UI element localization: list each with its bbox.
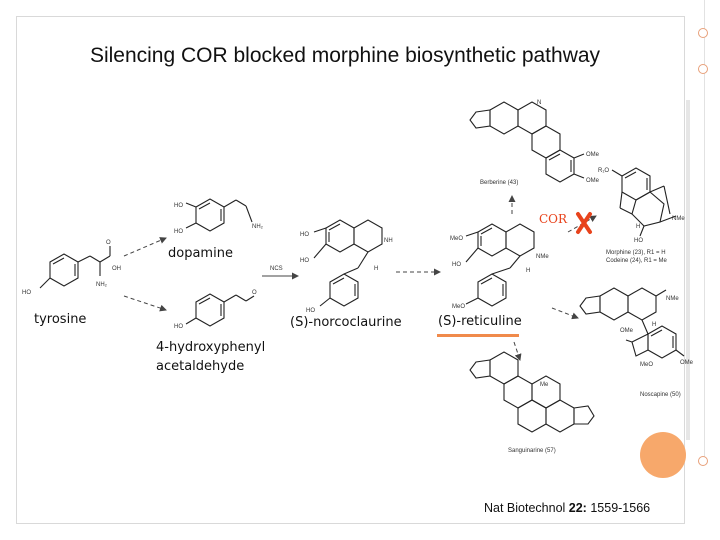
svg-text:MeO: MeO bbox=[640, 362, 653, 368]
svg-text:Me: Me bbox=[540, 382, 549, 388]
reticuline-label: (S)-reticuline bbox=[438, 314, 522, 329]
morphine-structure bbox=[611, 167, 677, 237]
hpaa-label: 4-hydroxyphenyl acetaldehyde bbox=[156, 340, 266, 374]
decorative-circle bbox=[640, 432, 686, 478]
svg-text:H: H bbox=[526, 268, 530, 274]
svg-text:OMe: OMe bbox=[586, 152, 600, 158]
svg-text:MeO: MeO bbox=[452, 304, 465, 310]
svg-text:NH₂: NH₂ bbox=[252, 224, 264, 230]
atom-labels: HO OH O NH₂ HO HO NH₂ HO O HO HO HO NH H… bbox=[22, 100, 694, 388]
noscapine-caption: Noscapine (50) bbox=[640, 392, 681, 398]
decorative-dot bbox=[698, 28, 708, 38]
svg-text:HO: HO bbox=[452, 262, 461, 268]
arrow-to-dopamine bbox=[123, 237, 167, 257]
svg-text:OMe: OMe bbox=[620, 328, 634, 334]
dopamine-structure bbox=[185, 198, 253, 232]
reticuline-structure bbox=[465, 223, 535, 307]
svg-text:NH: NH bbox=[384, 238, 393, 244]
svg-text:HO: HO bbox=[300, 258, 309, 264]
slide-title: Silencing COR blocked morphine biosynthe… bbox=[89, 44, 601, 67]
arrow-to-sanguinarine bbox=[513, 341, 522, 361]
sanguinarine-structure bbox=[469, 351, 595, 433]
reticuline-underline bbox=[437, 334, 519, 337]
svg-text:NMe: NMe bbox=[536, 254, 549, 260]
svg-text:NMe: NMe bbox=[666, 296, 679, 302]
slide-border bbox=[16, 16, 685, 524]
berberine-structure bbox=[469, 101, 585, 183]
tyrosine-structure bbox=[39, 246, 111, 289]
ncs-label: NCS bbox=[270, 266, 283, 272]
svg-text:N: N bbox=[537, 100, 541, 106]
svg-text:HO: HO bbox=[306, 308, 315, 314]
citation-journal: Nat Biotechnol bbox=[484, 501, 569, 515]
norcoclaurine-structure bbox=[313, 219, 383, 307]
tyrosine-label: tyrosine bbox=[34, 312, 87, 327]
svg-text:OMe: OMe bbox=[586, 178, 600, 184]
svg-text:O: O bbox=[106, 240, 111, 246]
svg-text:OH: OH bbox=[112, 266, 121, 272]
codeine-caption: Codeine (24), R1 = Me bbox=[606, 258, 668, 264]
morphine-caption: Morphine (23), R1 = H bbox=[606, 250, 666, 256]
noscapine-structure bbox=[579, 287, 685, 359]
svg-text:MeO: MeO bbox=[450, 236, 463, 242]
svg-text:HO: HO bbox=[22, 290, 31, 296]
arrow-to-noscapine bbox=[551, 307, 579, 320]
hpaa-structure bbox=[185, 293, 255, 327]
cor-label: COR bbox=[539, 212, 568, 226]
decorative-timeline bbox=[704, 0, 705, 460]
svg-text:HO: HO bbox=[634, 238, 643, 244]
svg-text:HO: HO bbox=[300, 232, 309, 238]
sanguinarine-caption: Sanguinarine (57) bbox=[508, 448, 556, 454]
svg-text:HO: HO bbox=[174, 229, 183, 235]
citation: Nat Biotechnol 22: 1559-1566 bbox=[484, 501, 650, 515]
svg-text:H: H bbox=[636, 224, 640, 230]
decorative-dot bbox=[698, 64, 708, 74]
svg-text:O: O bbox=[252, 290, 257, 296]
svg-text:NMe: NMe bbox=[672, 216, 685, 222]
citation-volume: 22: bbox=[568, 501, 587, 515]
svg-text:H: H bbox=[374, 266, 378, 272]
dopamine-label: dopamine bbox=[168, 246, 233, 261]
decorative-bar bbox=[686, 100, 690, 440]
svg-text:OMe: OMe bbox=[680, 360, 694, 366]
svg-text:HO: HO bbox=[174, 324, 183, 330]
arrow-to-hpaa bbox=[123, 295, 167, 312]
citation-pages: 1559-1566 bbox=[586, 501, 651, 515]
norcoclaurine-label: (S)-norcoclaurine bbox=[290, 315, 402, 330]
decorative-dot bbox=[698, 456, 708, 466]
svg-text:NH₂: NH₂ bbox=[96, 282, 108, 288]
svg-text:HO: HO bbox=[174, 203, 183, 209]
block-cross-icon bbox=[576, 212, 592, 234]
svg-text:R₁O: R₁O bbox=[598, 168, 609, 174]
svg-text:H: H bbox=[652, 322, 656, 328]
berberine-caption: Berberine (43) bbox=[480, 180, 518, 186]
